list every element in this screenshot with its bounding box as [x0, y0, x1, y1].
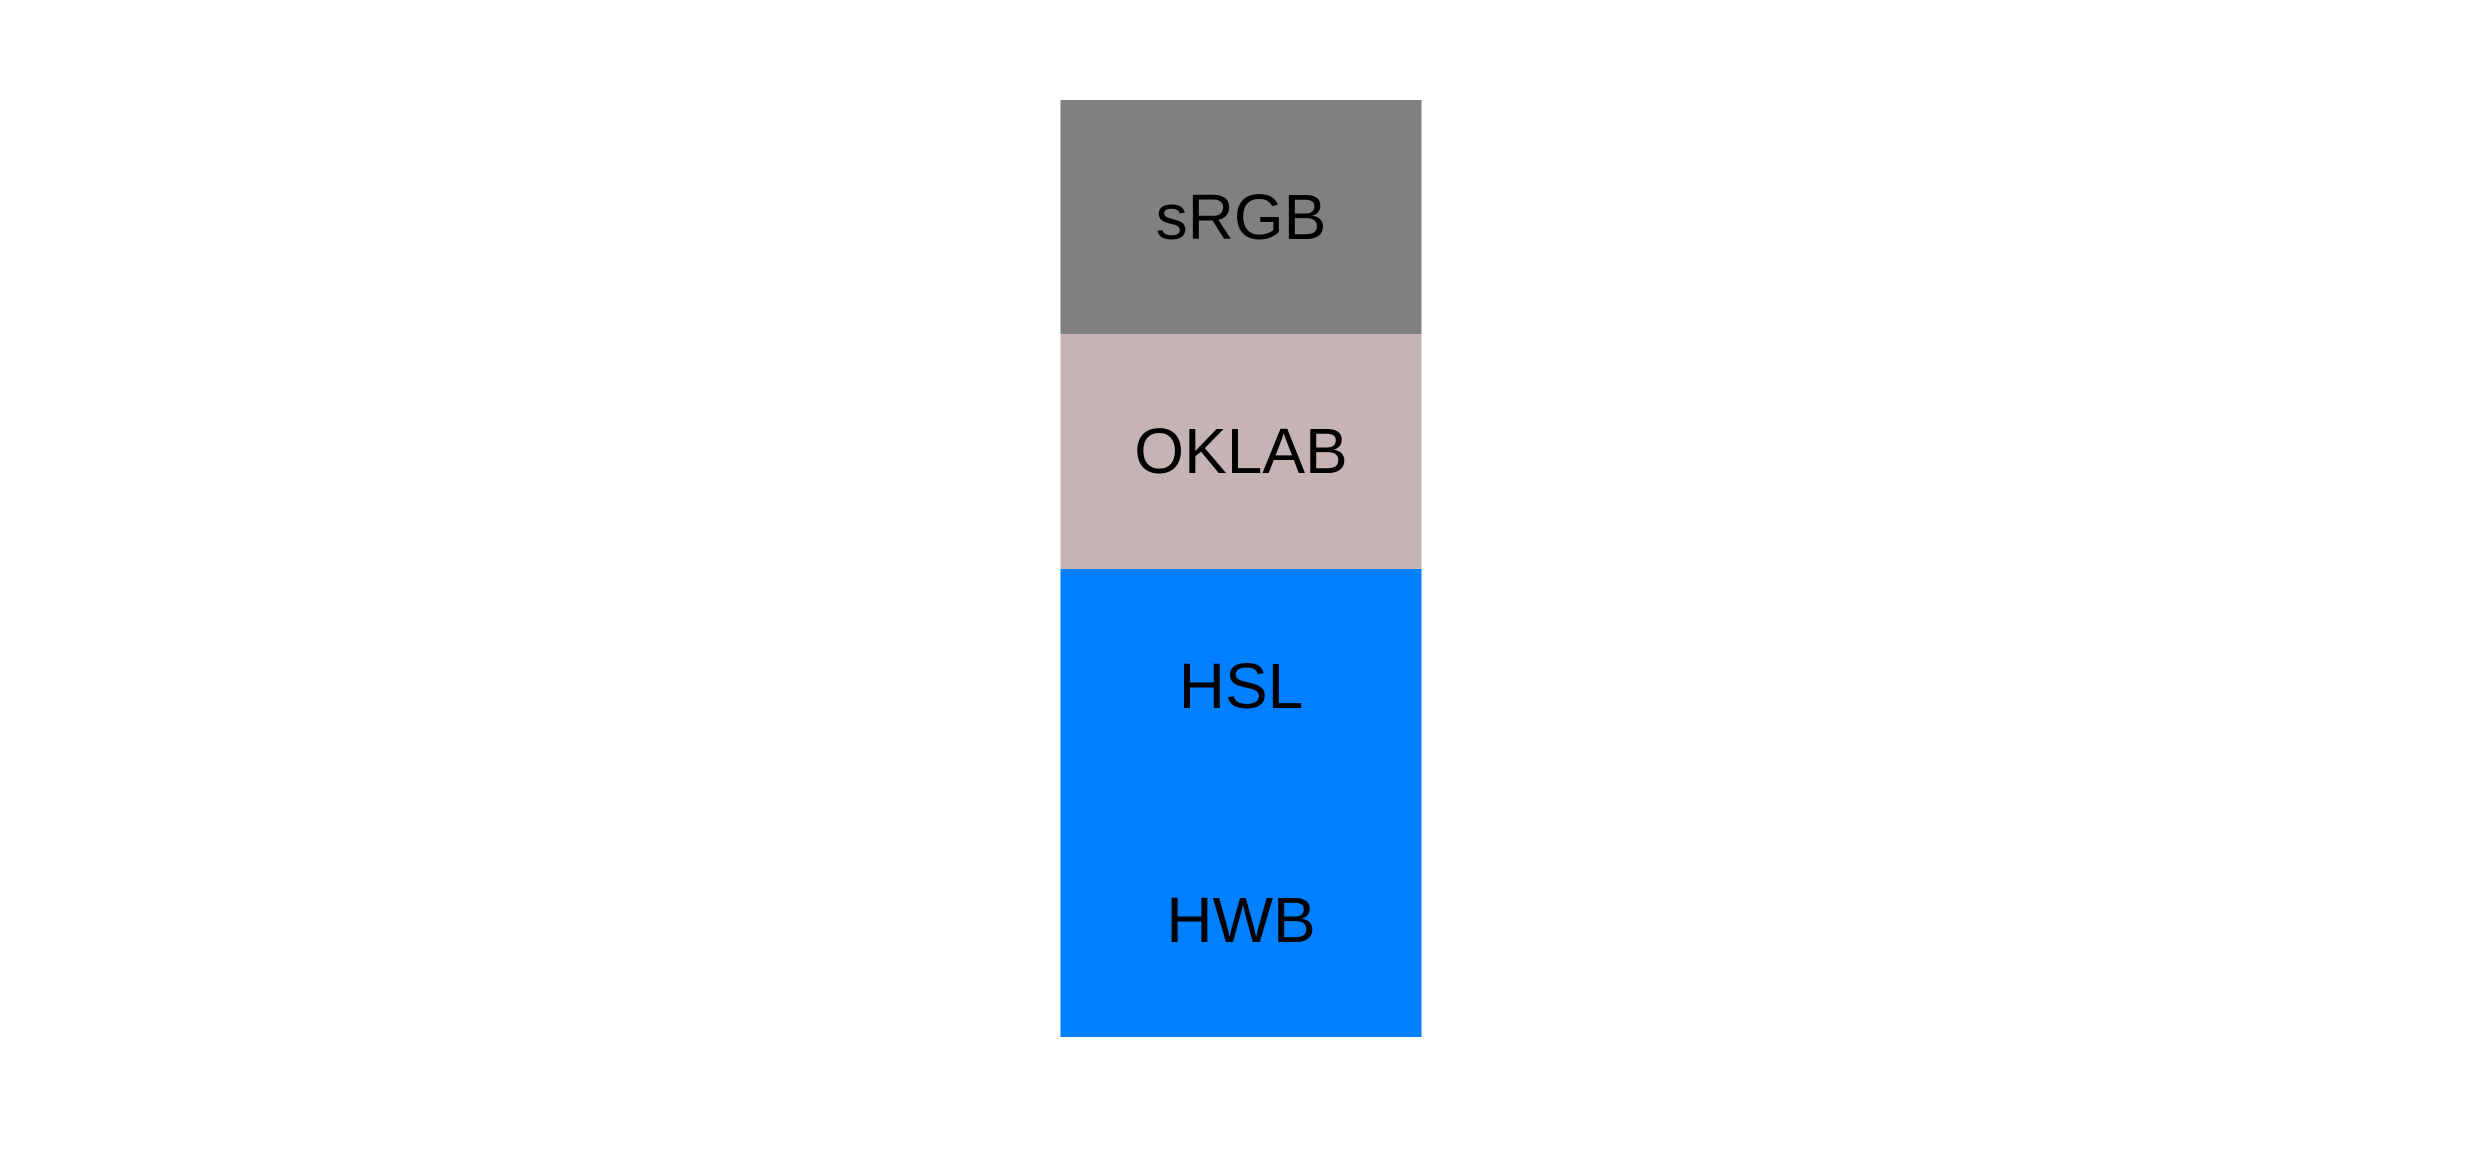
swatch-srgb: sRGB [1060, 100, 1422, 335]
swatch-hwb-label: HWB [1166, 883, 1316, 956]
swatch-srgb-label: sRGB [1155, 181, 1327, 254]
swatch-hwb: HWB [1060, 802, 1422, 1037]
swatch-oklab-label: OKLAB [1134, 415, 1348, 488]
color-swatch-stack: sRGB OKLAB HSL HWB [1060, 100, 1422, 1037]
swatch-hsl-label: HSL [1178, 649, 1304, 722]
swatch-oklab: OKLAB [1060, 334, 1422, 569]
swatch-hsl: HSL [1060, 568, 1422, 803]
